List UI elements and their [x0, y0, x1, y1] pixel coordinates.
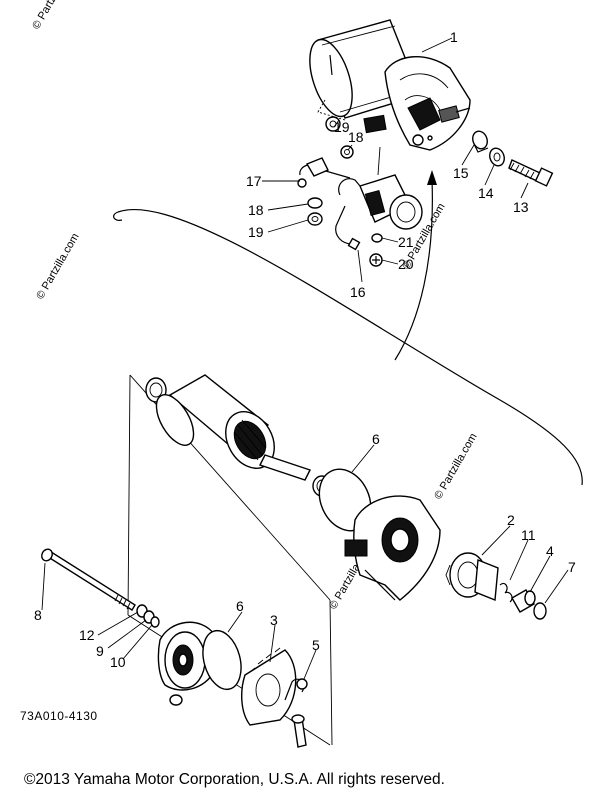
- rear-cover: [157, 621, 216, 706]
- callout-15: 15: [453, 165, 469, 181]
- collar-15: [472, 130, 489, 153]
- callout-21: 21: [398, 234, 414, 250]
- starter-motor-assembly: [309, 19, 471, 151]
- collar-4: [511, 589, 536, 613]
- lead-17: [297, 157, 351, 188]
- screw-5: [296, 678, 308, 690]
- callout-1: 1: [450, 29, 458, 45]
- callout-2: 2: [507, 512, 515, 528]
- callout-16: 16: [350, 284, 366, 300]
- callout-19-upper: 19: [334, 119, 350, 135]
- washer-10: [150, 616, 160, 628]
- washer-14: [489, 147, 505, 167]
- copyright-notice: ©2013 Yamaha Motor Corporation, U.S.A. A…: [24, 771, 445, 788]
- front-cover: [344, 495, 441, 601]
- pinion-gear-2: [445, 552, 499, 601]
- callout-18-upper: 18: [348, 129, 364, 145]
- callout-5: 5: [312, 637, 320, 653]
- callout-11: 11: [521, 527, 536, 543]
- callout-7: 7: [568, 559, 576, 575]
- watermark-left: © Partzilla.com: [34, 231, 81, 301]
- callout-9: 9: [96, 643, 104, 659]
- washer-18-lower: [307, 197, 323, 209]
- cap-7: [533, 602, 547, 620]
- bolt-13: [508, 159, 554, 187]
- washer-18-upper: [340, 145, 354, 159]
- callout-20: 20: [398, 256, 414, 272]
- spring-11: [499, 582, 513, 603]
- callouts: 1 19 18 15 14 13 17 18 19 21 20 16 6 2 1…: [34, 29, 576, 670]
- leader-lines: [41, 37, 569, 680]
- callout-12: 12: [79, 627, 95, 643]
- watermark-right: © Partzilla.com: [432, 431, 479, 501]
- through-bolt-8: [41, 548, 136, 611]
- callout-17: 17: [246, 173, 262, 189]
- callout-6-upper: 6: [372, 431, 380, 447]
- diagram-code: 73A010-4130: [20, 709, 98, 723]
- callout-14: 14: [478, 185, 494, 201]
- callout-4: 4: [546, 543, 554, 559]
- brush-holder-3: [241, 647, 307, 748]
- callout-3: 3: [270, 612, 278, 628]
- screw-20: [369, 253, 383, 267]
- watermark-top: © Partzilla.com: [30, 0, 77, 32]
- callout-19-lower: 19: [248, 224, 264, 240]
- callout-10: 10: [110, 654, 126, 670]
- starter-relay-16: [335, 174, 423, 251]
- washer-21: [371, 233, 383, 243]
- yoke-armature: [155, 374, 332, 497]
- callout-8: 8: [34, 607, 42, 623]
- callout-13: 13: [513, 199, 529, 215]
- o-ring-6-lower: [202, 629, 242, 691]
- callout-18-lower: 18: [248, 202, 264, 218]
- nut-19-lower: [307, 212, 323, 226]
- callout-6-lower: 6: [236, 598, 244, 614]
